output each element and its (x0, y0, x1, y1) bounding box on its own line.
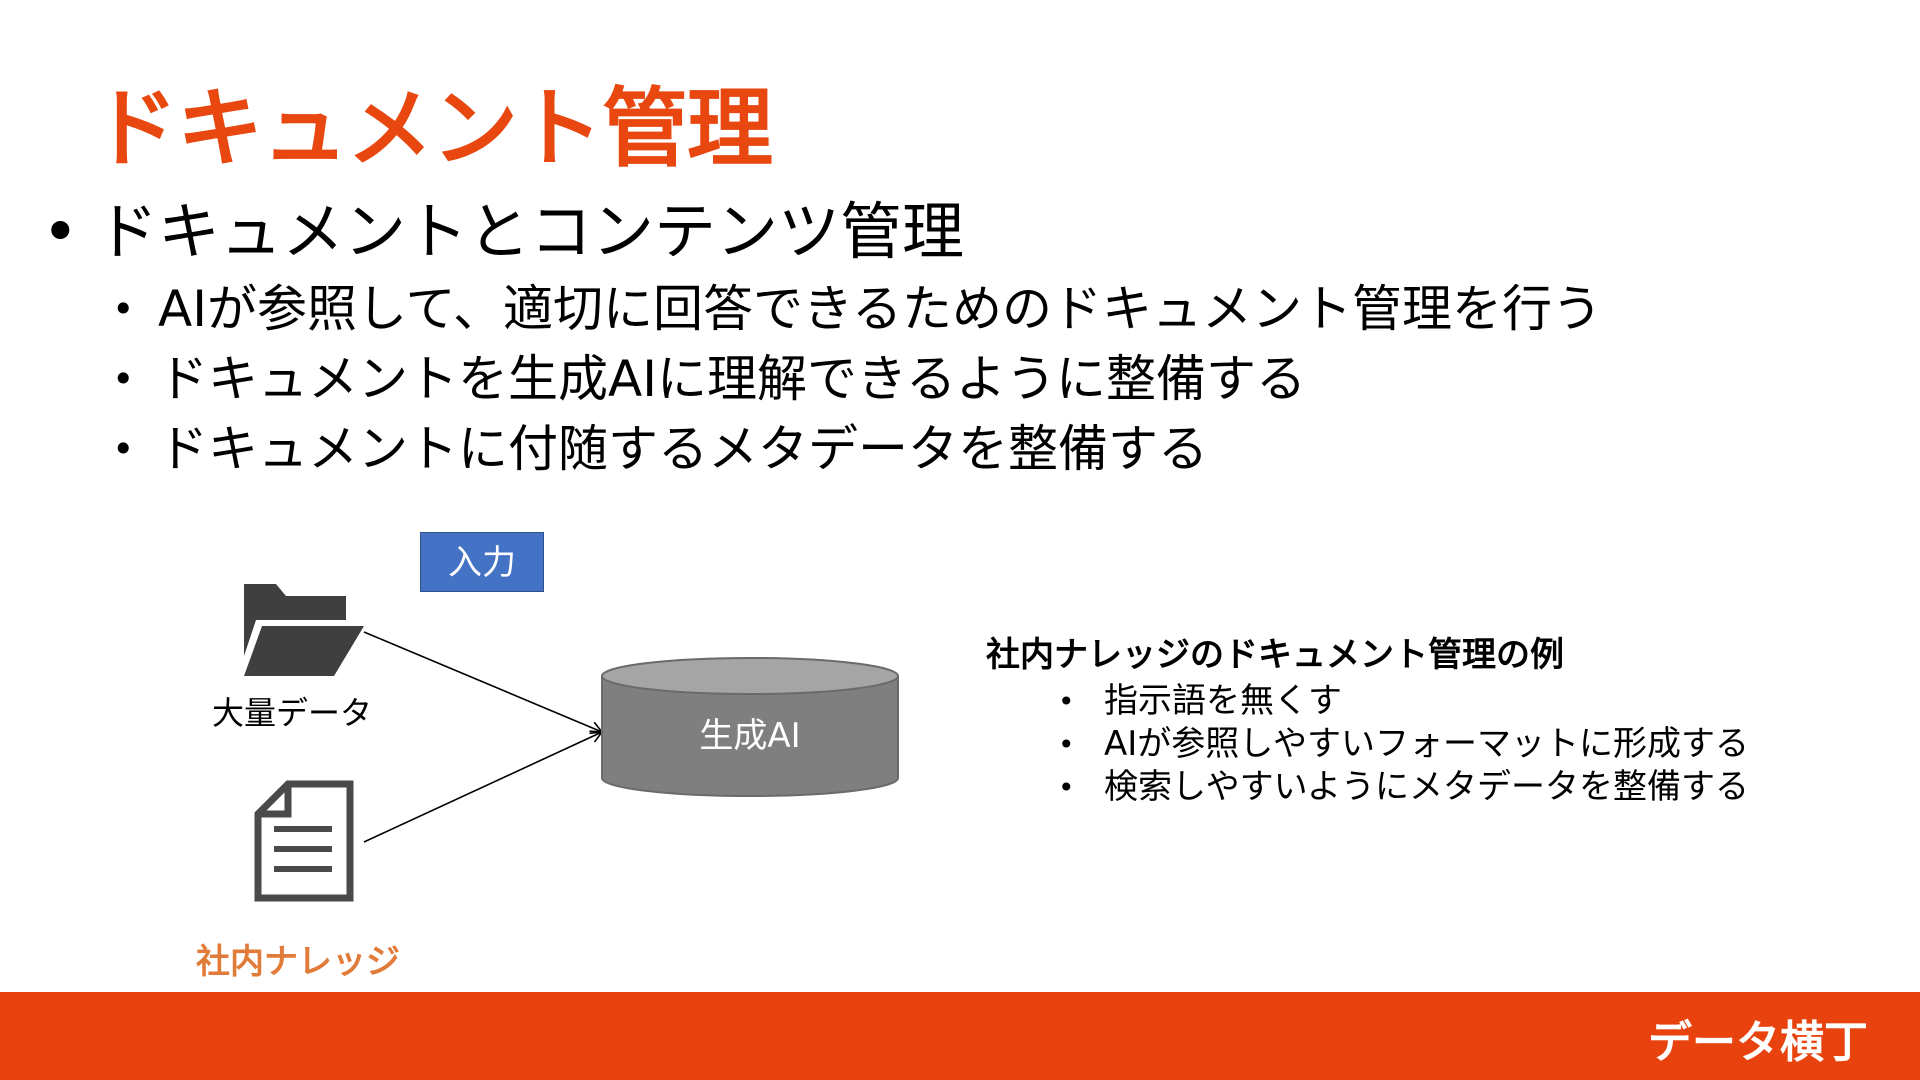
arrow-from-knowledge (363, 730, 604, 843)
knowledge-label: 社内ナレッジ (196, 942, 400, 982)
footer-logo: データ横丁 (1648, 1017, 1868, 1068)
footer-bar: データ横丁 (0, 992, 1920, 1080)
arrow-from-data (363, 631, 604, 735)
ai-label: 生成AI (699, 716, 801, 756)
document-icon (254, 780, 354, 902)
bullet-list: ドキュメントとコンテンツ管理 AIが参照して、適切に回答できるためのドキュメント… (40, 190, 1900, 484)
sub-bullet: ドキュメントを生成AIに理解できるように整備する (40, 344, 1900, 414)
example-section: 社内ナレッジのドキュメント管理の例 指示語を無くす AIが参照しやすいフォーマッ… (986, 630, 1886, 809)
sub-bullet: AIが参照して、適切に回答できるためのドキュメント管理を行う (40, 274, 1900, 344)
input-label-box: 入力 (420, 532, 544, 592)
sub-bullet: ドキュメントに付随するメタデータを整備する (40, 414, 1900, 484)
slide-title: ドキュメント管理 (92, 79, 773, 179)
data-label: 大量データ (212, 694, 373, 732)
example-item: 指示語を無くす (986, 680, 1886, 723)
example-item: 検索しやすいようにメタデータを整備する (986, 766, 1886, 809)
example-item: AIが参照しやすいフォーマットに形成する (986, 723, 1886, 766)
example-title: 社内ナレッジのドキュメント管理の例 (986, 635, 1564, 675)
folder-open-icon (244, 584, 364, 676)
main-bullet: ドキュメントとコンテンツ管理 (40, 190, 1900, 274)
